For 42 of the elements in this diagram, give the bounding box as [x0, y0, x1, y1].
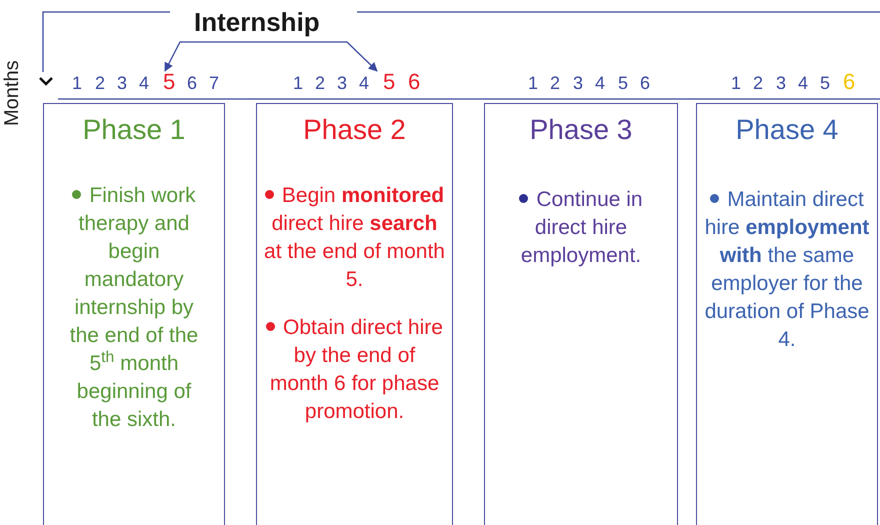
month-number: 4 [595, 74, 606, 92]
month-number: 2 [315, 74, 326, 92]
phase-heading: Phase 4 [736, 116, 838, 144]
month-number: 2 [95, 74, 106, 92]
arrow [164, 41, 262, 72]
phase-heading: Phase 1 [82, 116, 186, 144]
month-number: 7 [209, 74, 220, 92]
month-number: 1 [731, 74, 742, 92]
bracket-label: Internship [194, 9, 320, 35]
bullet-text: Maintain direct hire employment with the same employer for the duration of Phase 4. [704, 187, 870, 353]
month-number: 6 [640, 74, 650, 92]
month-number: 4 [798, 74, 808, 92]
month-number: 5 [383, 71, 396, 93]
month-number: 5 [820, 74, 830, 92]
phase-heading: Phase 2 [303, 116, 406, 144]
axis-title: Months [2, 60, 22, 126]
month-number: 2 [550, 74, 560, 92]
month-number: 5 [163, 71, 176, 93]
month-number: 1 [528, 74, 538, 92]
bullet-text: Obtain direct hire by the end of month 6 for phase promotion. [262, 314, 446, 426]
month-number: 4 [139, 74, 150, 92]
month-number: 3 [776, 74, 786, 92]
month-number: 6 [843, 71, 856, 93]
month-number: 1 [72, 74, 82, 92]
month-number: 3 [117, 74, 128, 92]
month-number: 3 [337, 74, 348, 92]
month-number: 3 [573, 74, 584, 92]
phase-column [43, 103, 225, 525]
phase-column [484, 103, 678, 525]
phase-heading: Phase 3 [530, 116, 632, 144]
month-number: 1 [293, 74, 304, 92]
phase-column [696, 103, 878, 525]
bullet-text: Begin monitored direct hire search at the end of month 5. [263, 183, 446, 293]
bullet-text: Continue in direct hire employment. [518, 187, 644, 269]
month-number: 6 [408, 71, 420, 93]
month-number: 2 [753, 74, 764, 92]
month-number: 4 [359, 74, 370, 92]
phase-column [256, 103, 453, 525]
bullet-text: Finish work therapy and begin mandatory internship by the end of the 5$^{th}$ month beginning of the sixth. [68, 183, 200, 433]
month-number: 5 [618, 74, 628, 92]
arrow [262, 41, 378, 72]
month-number: 6 [187, 74, 198, 92]
